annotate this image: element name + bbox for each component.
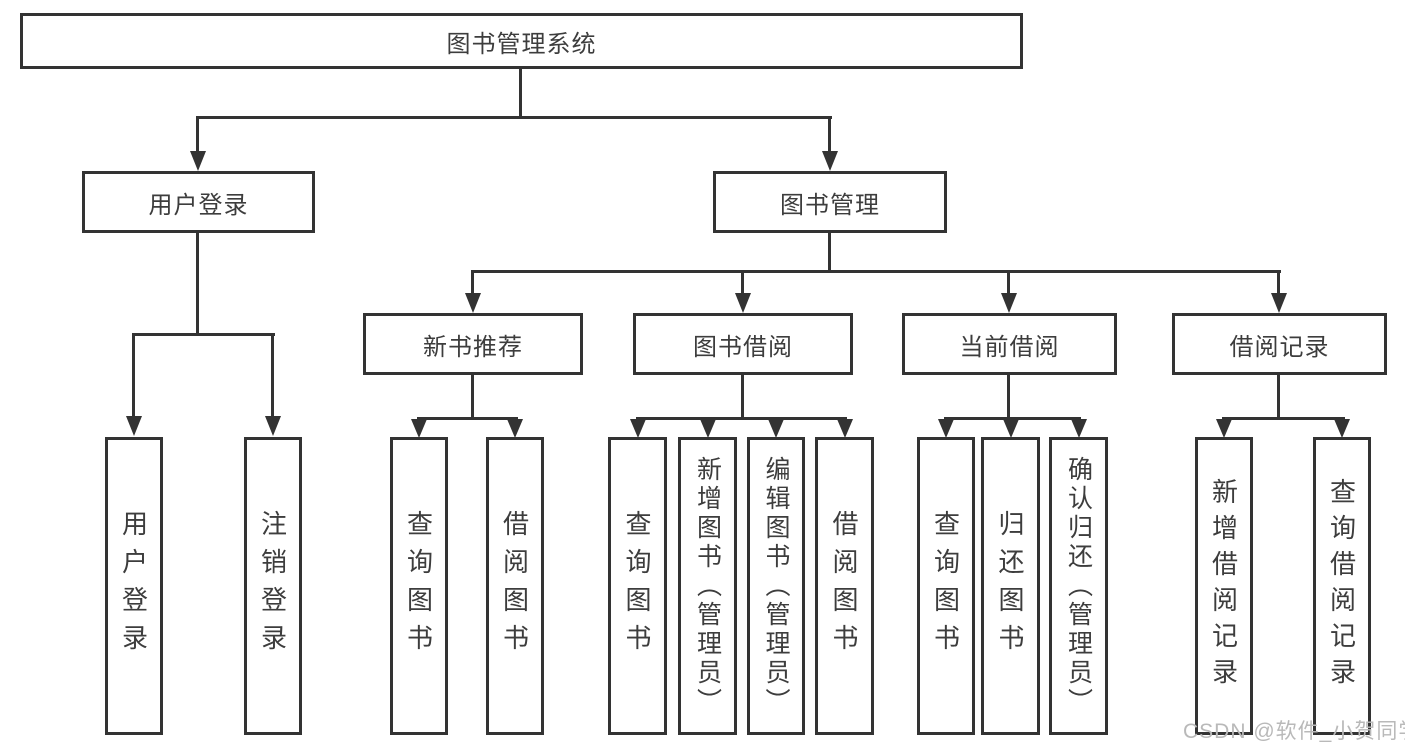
- connector-stub-leaf-logout: [271, 333, 274, 417]
- connector-new-book-rec-crossbar: [417, 417, 518, 420]
- leaf-logout-label: 注销登录: [257, 510, 288, 662]
- connector-book-management-stem: [828, 233, 831, 273]
- arrow-into-book-borrow: [735, 293, 751, 313]
- node-book-borrowing: 图书借阅: [633, 313, 853, 375]
- leaf-add-record-label: 新增借阅记录: [1208, 478, 1239, 694]
- arrow-into-leaf-query-record: [1334, 419, 1350, 438]
- leaf-query-borrow-record: 查询借阅记录: [1313, 437, 1371, 735]
- arrow-into-leaf-query-book-3: [938, 419, 954, 438]
- arrow-into-leaf-confirm-return: [1071, 419, 1087, 438]
- node-user-login: 用户登录: [82, 171, 315, 233]
- arrow-into-current-borrow: [1001, 293, 1017, 313]
- arrow-into-leaf-borrow-book-2: [837, 419, 853, 438]
- leaf-add-borrow-record: 新增借阅记录: [1195, 437, 1253, 735]
- arrow-into-leaf-login: [126, 416, 142, 436]
- leaf-borrow-book-2-label: 借阅图书: [829, 510, 859, 662]
- node-root-system: 图书管理系统: [20, 13, 1023, 69]
- leaf-query-book-1-label: 查询图书: [403, 510, 434, 662]
- node-root-label: 图书管理系统: [446, 30, 597, 58]
- node-borrowing-records-label: 借阅记录: [1229, 333, 1330, 361]
- leaf-query-record-label: 查询借阅记录: [1326, 478, 1357, 694]
- connector-root-stem: [519, 68, 522, 119]
- node-book-management: 图书管理: [713, 171, 947, 233]
- node-borrowing-records: 借阅记录: [1172, 313, 1387, 375]
- leaf-user-login-label: 用户登录: [118, 510, 149, 662]
- leaf-add-book-admin: 新增图书（管理员）: [678, 437, 737, 735]
- connector-stub-new-book-rec: [471, 270, 474, 295]
- node-user-login-label: 用户登录: [148, 191, 249, 219]
- node-new-book-recommend-label: 新书推荐: [423, 333, 523, 361]
- arrow-into-leaf-add-record: [1216, 419, 1232, 438]
- connector-borrow-records-crossbar: [1222, 417, 1345, 420]
- arrow-into-leaf-edit-book: [768, 419, 784, 438]
- leaf-query-book-under-borrowing: 查询图书: [608, 437, 667, 735]
- leaf-borrow-book-under-borrowing: 借阅图书: [815, 437, 874, 735]
- leaf-logout: 注销登录: [244, 437, 302, 735]
- leaf-query-book-under-current: 查询图书: [917, 437, 975, 735]
- node-new-book-recommend: 新书推荐: [363, 313, 583, 375]
- node-book-management-label: 图书管理: [780, 191, 880, 219]
- connector-user-login-crossbar: [132, 333, 275, 336]
- arrow-into-leaf-logout: [265, 416, 281, 436]
- leaf-return-book: 归还图书: [981, 437, 1040, 735]
- connector-book-borrow-crossbar: [636, 417, 847, 420]
- leaf-confirm-return-admin: 确认归还（管理员）: [1049, 437, 1108, 735]
- connector-stub-leaf-login: [132, 333, 135, 417]
- arrow-into-new-book-rec: [465, 293, 481, 313]
- connector-stub-book-borrow: [741, 270, 744, 295]
- connector-stub-current-borrow: [1007, 270, 1010, 295]
- connector-stub-user-login: [196, 116, 199, 153]
- arrow-into-leaf-return-book: [1003, 419, 1019, 438]
- connector-current-borrow-stem: [1007, 375, 1010, 420]
- node-current-borrowing-label: 当前借阅: [959, 333, 1060, 361]
- arrow-into-leaf-query-book-1: [411, 419, 427, 438]
- leaf-query-book-2-label: 查询图书: [622, 510, 652, 662]
- arrow-into-user-login: [190, 151, 206, 171]
- leaf-borrow-book-under-recommend: 借阅图书: [486, 437, 544, 735]
- connector-user-login-stem: [196, 233, 199, 336]
- arrow-into-borrow-records: [1271, 293, 1287, 313]
- leaf-query-book-under-recommend: 查询图书: [390, 437, 448, 735]
- arrow-into-leaf-add-book: [700, 419, 716, 438]
- connector-root-crossbar: [196, 116, 832, 119]
- arrow-into-book-management: [822, 151, 838, 171]
- connector-stub-borrow-records: [1277, 270, 1280, 295]
- leaf-edit-book-admin: 编辑图书（管理员）: [747, 437, 805, 735]
- connector-borrow-records-stem: [1277, 375, 1280, 420]
- csdn-watermark: CSDN @软件_小贺同学: [1183, 720, 1405, 743]
- leaf-return-book-label: 归还图书: [995, 510, 1025, 662]
- leaf-query-book-3-label: 查询图书: [930, 510, 961, 662]
- leaf-confirm-return-label: 确认归还（管理员）: [1064, 455, 1093, 717]
- leaf-user-login: 用户登录: [105, 437, 163, 735]
- arrow-into-leaf-query-book-2: [630, 419, 646, 438]
- leaf-borrow-book-1-label: 借阅图书: [499, 510, 530, 662]
- node-book-borrowing-label: 图书借阅: [693, 333, 793, 361]
- connector-new-book-rec-stem: [471, 375, 474, 420]
- connector-stub-book-management: [828, 116, 831, 153]
- node-current-borrowing: 当前借阅: [902, 313, 1117, 375]
- leaf-edit-book-label: 编辑图书（管理员）: [762, 455, 790, 717]
- connector-book-borrow-stem: [741, 375, 744, 420]
- arrow-into-leaf-borrow-book-1: [507, 419, 523, 438]
- leaf-add-book-label: 新增图书（管理员）: [693, 455, 722, 717]
- connector-current-borrow-crossbar: [944, 417, 1081, 420]
- connector-book-management-crossbar: [471, 270, 1281, 273]
